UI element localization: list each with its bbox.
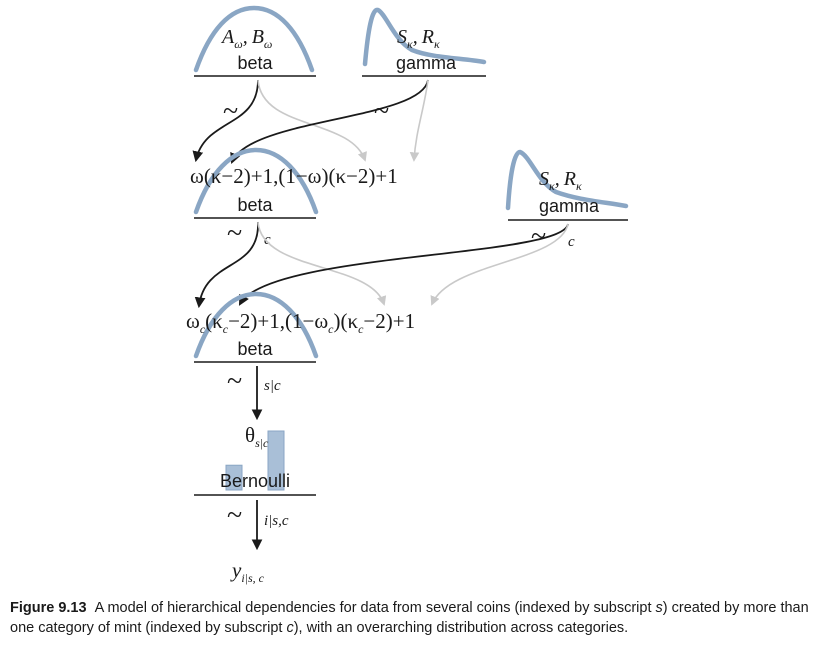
index-lower: s|c — [264, 378, 281, 394]
param-r-kappa-mid: R — [563, 168, 576, 190]
param-r-kappa: R — [421, 26, 434, 48]
arrow-beta-to-omega — [192, 79, 259, 163]
figure-number: Figure 9.13 — [10, 600, 87, 616]
theta-s-c: θs|c — [245, 423, 269, 450]
arrow-gamma-to-kappa — [230, 79, 429, 164]
y-output: yi|s, c — [230, 558, 265, 585]
arrow-mid-beta-to-omega-c — [194, 221, 259, 309]
omega-formula-mid: ω(κ−2)+1,(1−ω)(κ−2)+1 — [190, 164, 398, 188]
arrow-mid-beta-to-one-minus-omega-c — [257, 221, 387, 306]
gamma-label-mid: gamma — [539, 196, 600, 216]
top-gamma-prior: Sκ,Rκ gamma ~ — [362, 7, 487, 127]
tilde-lower: ~ — [227, 366, 242, 397]
bernoulli-bar-zero — [225, 464, 243, 491]
index-mid-right: c — [568, 234, 575, 250]
index-bernoulli: i|s,c — [264, 513, 289, 529]
beta-label-lower: beta — [237, 339, 273, 359]
beta-curve-mid — [193, 147, 319, 215]
bernoulli-label: Bernoulli — [220, 471, 290, 491]
arrow-beta-to-one-minus-omega — [257, 79, 367, 162]
svg-text:Sκ,Rκ: Sκ,Rκ — [539, 168, 582, 193]
beta-curve-top — [193, 5, 315, 73]
top-beta-prior: Aω,Bω beta ~ — [193, 5, 316, 127]
param-s-kappa: S — [397, 26, 407, 48]
hierarchical-model-diagram: Aω,Bω beta ~ Sκ,Rκ gamma ~ ω(κ−2)+1,(1−ω… — [186, 5, 629, 585]
beta-curve-lower — [193, 291, 319, 359]
gamma-curve-top — [362, 7, 487, 67]
tilde-mid-right: ~ — [531, 221, 546, 252]
param-b-omega: B — [252, 26, 264, 48]
bernoulli-bar-one — [267, 430, 285, 491]
mid-beta-level: ω(κ−2)+1,(1−ω)(κ−2)+1 beta ~ c — [190, 147, 398, 249]
mid-gamma-prior: Sκ,Rκ gamma ~ c — [505, 149, 629, 252]
arrow-gamma-to-kappa-2 — [409, 79, 429, 162]
svg-text:Sκ,Rκ: Sκ,Rκ — [397, 26, 440, 51]
beta-label-top: beta — [237, 53, 273, 73]
arrow-mid-gamma-to-kappa-c-2 — [430, 223, 569, 306]
param-a-omega: A — [220, 26, 235, 48]
tilde-top-right: ~ — [374, 96, 389, 127]
bernoulli-level: θs|c Bernoulli ~ i|s,c — [194, 423, 316, 531]
gamma-curve-mid — [505, 149, 629, 211]
gamma-label-top: gamma — [396, 53, 457, 73]
param-s-kappa-mid: S — [539, 168, 549, 190]
beta-label-mid: beta — [237, 195, 273, 215]
omega-c-formula-lower: ωc(κc−2)+1,(1−ωc)(κc−2)+1 — [186, 309, 415, 336]
svg-text:Aω,Bω: Aω,Bω — [220, 26, 272, 51]
tilde-mid: ~ — [227, 218, 242, 249]
arrow-mid-gamma-to-kappa-c — [238, 223, 569, 306]
lower-beta-level: ωc(κc−2)+1,(1−ωc)(κc−2)+1 beta ~ s|c — [186, 291, 415, 397]
index-mid: c — [264, 232, 271, 248]
tilde-bernoulli: ~ — [227, 500, 242, 531]
